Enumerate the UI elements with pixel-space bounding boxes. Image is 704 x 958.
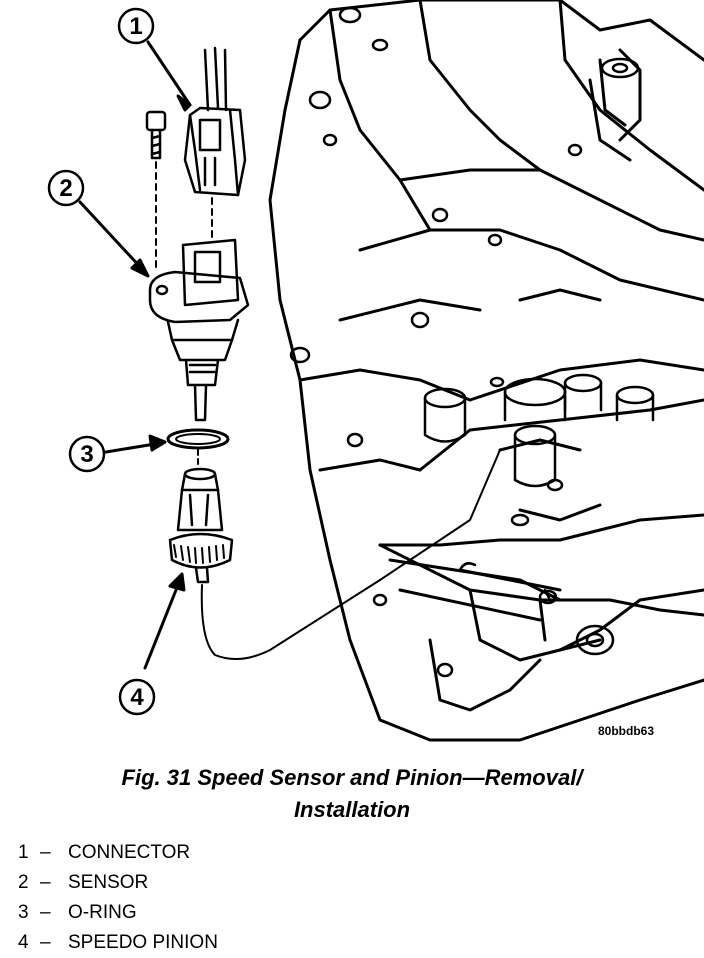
legend-label: O-RING — [68, 902, 137, 923]
legend-label: CONNECTOR — [68, 842, 191, 863]
legend-number: 1 — [18, 842, 29, 863]
legend: 1 – CONNECTOR 2 – SENSOR 3 – O-RING 4 – … — [18, 838, 218, 958]
callout-1: 1 — [117, 7, 192, 112]
callout-3-number: 3 — [80, 441, 93, 468]
legend-number: 2 — [18, 872, 29, 893]
legend-item: 2 – SENSOR — [18, 868, 218, 898]
legend-number: 3 — [18, 902, 29, 923]
legend-item: 3 – O-RING — [18, 898, 218, 928]
callout-3: 3 — [68, 434, 167, 473]
legend-dash: – — [40, 872, 51, 893]
connector-illustration — [183, 46, 247, 241]
callout-2-number: 2 — [59, 175, 72, 202]
legend-label: SPEEDO PINION — [68, 932, 218, 953]
legend-dash: – — [40, 842, 51, 863]
speedo-pinion-illustration — [168, 449, 501, 660]
housing-bosses — [289, 6, 640, 678]
legend-dash: – — [40, 902, 51, 923]
figure-reference-code: 80bbdb63 — [598, 724, 655, 738]
sensor-illustration — [148, 238, 250, 422]
callout-2: 2 — [47, 169, 150, 278]
legend-dash: – — [40, 932, 51, 953]
callout-4: 4 — [118, 572, 186, 716]
caption-line-1: Fig. 31 Speed Sensor and Pinion—Removal/ — [121, 765, 583, 790]
legend-item: 1 – CONNECTOR — [18, 838, 218, 868]
legend-item: 4 – SPEEDO PINION — [18, 928, 218, 958]
legend-label: SENSOR — [68, 872, 149, 893]
transmission-housing — [268, 0, 704, 742]
caption-line-2: Installation — [293, 797, 411, 822]
figure-caption: Fig. 31 Speed Sensor and Pinion—Removal/… — [0, 762, 704, 826]
housing-cylinders — [423, 373, 655, 656]
speed-sensor-diagram: 1 2 3 4 — [47, 0, 704, 742]
o-ring-illustration — [166, 428, 230, 469]
mounting-bolt — [145, 110, 167, 269]
callout-4-number: 4 — [130, 684, 144, 711]
legend-number: 4 — [18, 932, 29, 953]
callout-1-number: 1 — [129, 13, 142, 40]
